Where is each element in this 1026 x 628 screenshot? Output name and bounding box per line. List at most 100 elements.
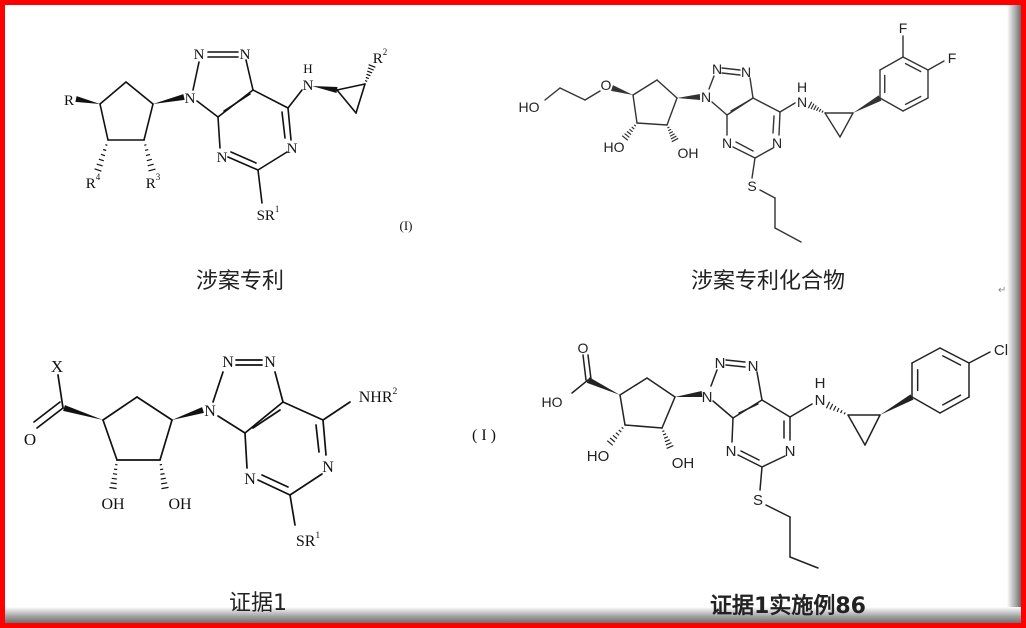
atom-n3: N	[726, 443, 737, 460]
atom-oh-ring: OH	[678, 145, 699, 161]
bond	[636, 122, 668, 126]
bond	[759, 466, 763, 491]
bond	[632, 94, 638, 124]
bond	[778, 111, 781, 136]
wedge-bond	[153, 94, 185, 104]
hash-line	[665, 442, 672, 446]
wedge-bond	[880, 394, 914, 415]
bond	[656, 79, 678, 99]
hash-line	[148, 168, 156, 172]
hash-line	[160, 473, 165, 475]
atom-ho-acid: HO	[542, 394, 563, 410]
atom-n2: N	[748, 358, 759, 375]
bond	[571, 379, 589, 394]
hash-line	[829, 403, 834, 410]
atom-n9: N	[702, 389, 713, 406]
atom-h: H	[303, 61, 312, 76]
bond	[911, 347, 941, 364]
atom-n9: N	[185, 91, 196, 107]
bond	[287, 89, 303, 109]
bond	[322, 419, 327, 456]
bond	[192, 61, 200, 91]
bond	[619, 394, 626, 426]
hash-line	[666, 445, 674, 449]
bond	[36, 407, 64, 429]
bond	[710, 369, 718, 387]
hash-line	[366, 73, 371, 77]
atom-oh-2: OH	[168, 496, 192, 513]
atom-n2: N	[264, 354, 276, 371]
bond	[544, 87, 561, 101]
bond	[904, 95, 922, 106]
bond	[223, 93, 251, 112]
hash-line	[836, 407, 840, 413]
atom-n2: N	[240, 47, 251, 63]
hash-line	[664, 439, 670, 443]
hash-line	[111, 477, 117, 480]
bond	[879, 97, 904, 112]
bond	[587, 354, 592, 380]
bond	[245, 59, 254, 91]
bond	[730, 99, 751, 112]
bond	[315, 424, 320, 453]
atom-n1-pyrimidine: N	[772, 135, 782, 151]
hash-line	[94, 168, 102, 172]
bond	[99, 81, 127, 105]
atom-n3: N	[722, 135, 732, 151]
bond	[159, 419, 173, 461]
bond	[754, 147, 774, 159]
bond	[824, 112, 841, 138]
hash-line	[667, 128, 672, 132]
bond	[939, 396, 970, 414]
atom-n1-pyrimidine: N	[785, 443, 796, 460]
bond	[942, 394, 962, 406]
bond	[252, 409, 281, 429]
bond	[336, 89, 357, 114]
wedge-bond	[63, 405, 103, 420]
hash-line	[631, 126, 635, 130]
hash-line	[112, 473, 118, 475]
bond	[57, 374, 64, 409]
bond	[646, 377, 676, 398]
bond	[619, 377, 648, 396]
atom-f1: F	[899, 20, 908, 36]
hashed-bond	[667, 126, 679, 143]
bond	[721, 72, 741, 76]
shadow-right	[1007, 5, 1021, 623]
bond	[287, 107, 292, 141]
bond	[735, 141, 754, 152]
hash-line	[100, 153, 106, 157]
hash-line	[670, 135, 677, 140]
bond	[212, 371, 224, 403]
atom-nh: N	[303, 78, 314, 94]
bond	[968, 351, 991, 364]
bond	[582, 354, 587, 381]
bond	[143, 103, 154, 141]
hash-line	[628, 128, 634, 133]
wedge-bond	[172, 407, 204, 420]
hash-line	[144, 144, 147, 146]
atom-x: X	[51, 357, 63, 376]
atom-n1: N	[712, 61, 722, 77]
formula-label: (I)	[400, 218, 413, 233]
hash-line	[102, 148, 107, 152]
bond	[839, 112, 854, 138]
atom-n1: N	[222, 354, 234, 371]
atom-h: H	[797, 79, 807, 95]
bond	[761, 399, 791, 418]
atom-ho-chain: HO	[519, 99, 540, 115]
bond	[244, 432, 248, 469]
atom-nh: N	[815, 392, 826, 409]
hashed-bond	[621, 124, 637, 141]
bond	[789, 403, 813, 418]
bond	[217, 116, 221, 149]
hash-line	[367, 67, 374, 71]
hashed-bond	[662, 430, 674, 449]
bond	[661, 396, 676, 429]
bond	[355, 83, 366, 114]
hash-line	[105, 144, 108, 146]
hash-line	[145, 153, 151, 157]
wedge-bond	[675, 391, 703, 397]
